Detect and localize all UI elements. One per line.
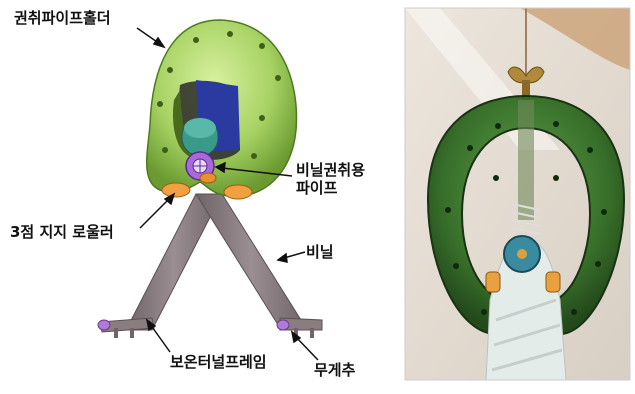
product-photo [0, 0, 635, 394]
